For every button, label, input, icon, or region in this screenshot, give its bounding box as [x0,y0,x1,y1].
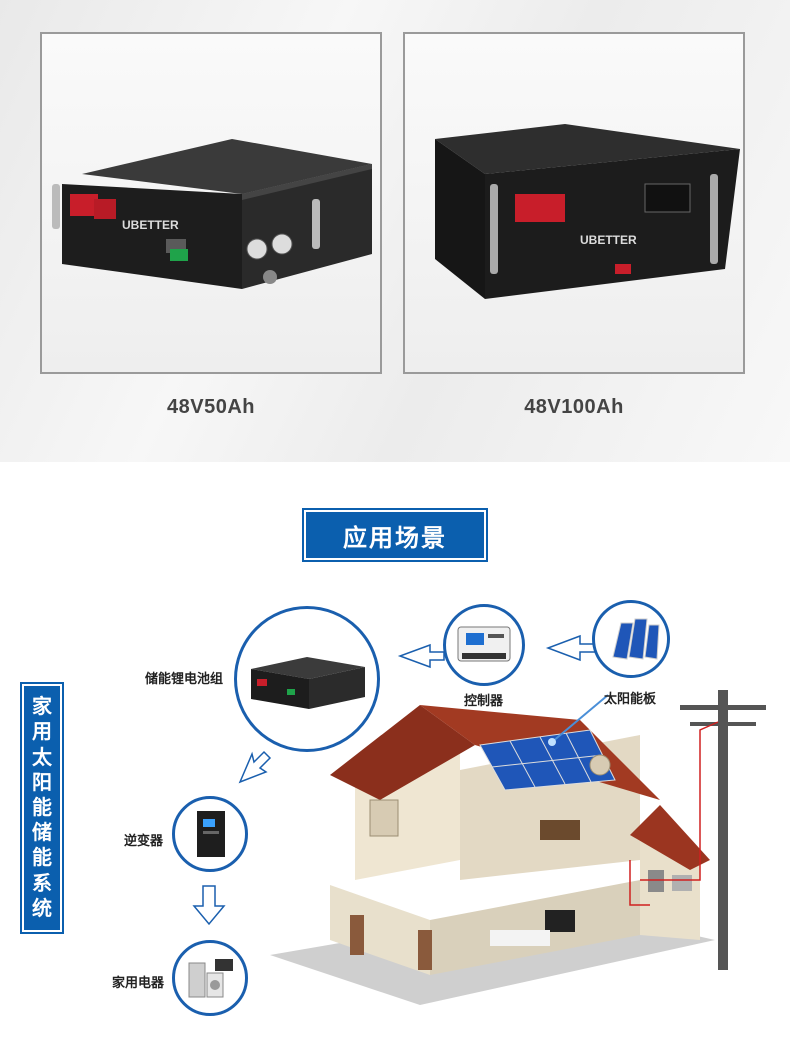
appliance-node [172,940,248,1016]
product-caption: 48V50Ah [167,396,255,418]
side-label: 家 用 太 阳 能 储 能 系 统 [20,682,64,934]
controller-icon [457,626,511,662]
appliance-label: 家用电器 [112,975,165,990]
side-label-char: 能 [32,847,52,870]
inverter-label: 逆变器 [124,833,164,848]
side-label-char: 储 [32,822,52,845]
battery-rack-image: UBETTER [435,124,740,299]
controller-label: 控制器 [464,693,504,708]
side-label-char: 家 [32,696,52,719]
side-label-char: 系 [32,872,52,895]
inverter-icon [197,811,225,857]
battery-node [234,606,380,752]
solar-node [592,600,670,678]
side-label-char: 统 [32,897,52,920]
side-label-char: 用 [32,721,52,744]
side-label-char: 阳 [32,771,52,794]
solar-label: 太阳能板 [604,691,657,706]
controller-node [443,604,525,686]
product-caption: 48V100Ah [524,396,624,418]
product-frame-48v50ah: UBETTER [40,32,382,374]
solar-panel-icon [612,618,660,660]
section-title: 应用场景 [302,508,488,562]
battery-rack-image: UBETTER [52,139,372,289]
product-frame-48v100ah: UBETTER [403,32,745,374]
svg-text:UBETTER: UBETTER [122,218,179,232]
battery-icon [251,657,365,709]
appliance-icon [188,959,233,998]
battery-label: 储能锂电池组 [145,671,224,686]
svg-text:UBETTER: UBETTER [580,233,637,247]
side-label-char: 能 [32,796,52,819]
side-label-char: 太 [32,746,52,769]
inverter-node [172,796,248,872]
